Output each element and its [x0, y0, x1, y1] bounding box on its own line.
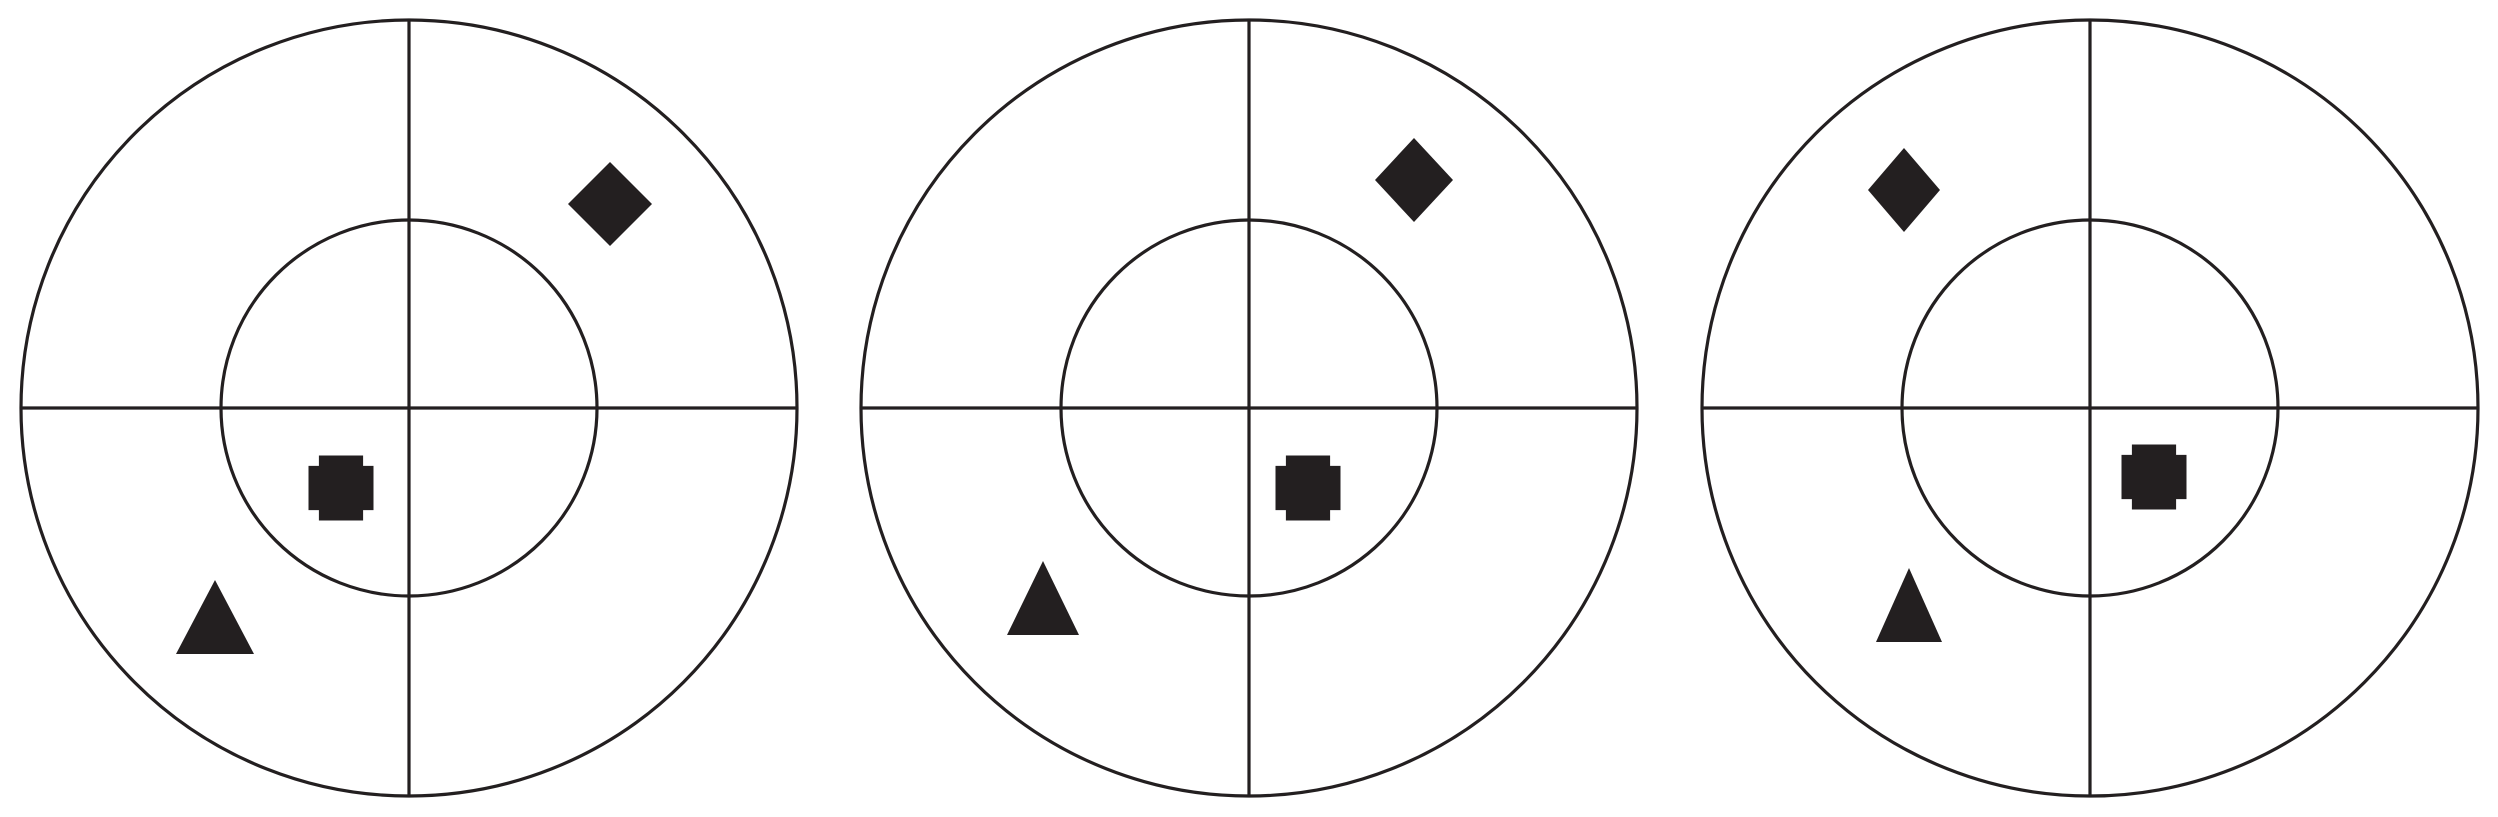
panel-3: [1700, 18, 2480, 798]
triangle-marker: [1007, 561, 1079, 635]
diamond-marker: [568, 162, 652, 246]
cross-marker: [1275, 455, 1341, 521]
diamond-marker: [1868, 148, 1940, 232]
triangle-marker: [1876, 568, 1942, 642]
cross-marker: [2121, 444, 2187, 510]
panel-2: [859, 18, 1639, 798]
cross-marker: [308, 455, 374, 521]
panel-1: [19, 18, 799, 798]
diamond-marker: [1375, 138, 1453, 222]
triangle-marker: [176, 580, 254, 654]
